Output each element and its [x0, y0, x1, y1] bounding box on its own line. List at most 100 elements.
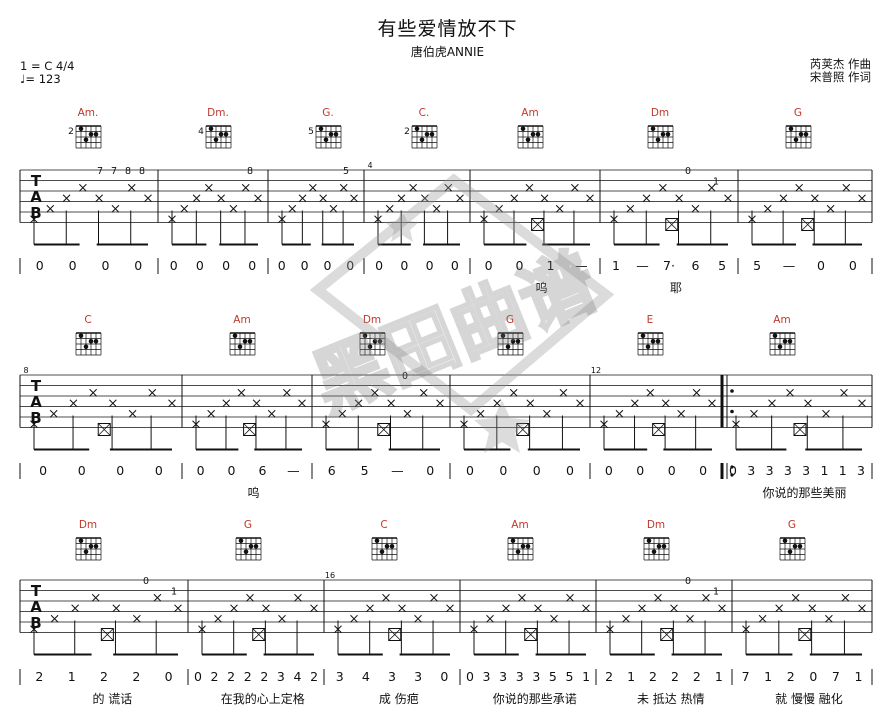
muted-box-cross	[388, 628, 402, 641]
x-notehead	[89, 388, 97, 397]
tab-fret-number: 1	[713, 177, 719, 188]
x-notehead	[222, 399, 231, 408]
x-notehead	[252, 399, 261, 408]
muted-box-cross	[798, 628, 812, 641]
chord-dot	[232, 333, 238, 339]
chord-name: Dm	[363, 314, 381, 326]
jianpu-note: 2	[244, 669, 252, 684]
x-notehead	[144, 194, 152, 203]
jianpu-note: 0	[809, 669, 817, 684]
x-notehead	[456, 194, 464, 203]
x-notehead	[566, 593, 574, 602]
jianpu-note: 0	[69, 258, 77, 273]
muted-box	[665, 218, 679, 231]
x-notehead	[419, 388, 428, 397]
chord-diagram: 4	[198, 125, 232, 149]
tab-fret-number: 0	[685, 576, 691, 587]
chord-dot	[208, 126, 214, 132]
jianpu-note: —	[287, 463, 300, 478]
x-notehead	[677, 409, 685, 418]
jianpu-note: 5	[361, 463, 369, 478]
chord-dot	[803, 132, 809, 137]
chord-fret-number: 5	[308, 127, 314, 137]
chord-dot	[253, 544, 259, 549]
chord-dot	[787, 339, 793, 344]
tempo-marking: ♩= 123	[20, 72, 61, 86]
jianpu-note: 1	[582, 669, 590, 684]
chord-name: C	[84, 314, 91, 326]
chord-dot	[797, 544, 803, 549]
chord-diagram	[75, 332, 102, 356]
jianpu-note: 0	[228, 463, 236, 478]
chord-dot	[247, 339, 253, 344]
chord-diagram: 5	[308, 125, 342, 149]
chord-dot	[389, 544, 395, 549]
jianpu-note: 0	[301, 258, 309, 273]
jianpu-note: 7·	[663, 258, 675, 273]
measure-number: 16	[325, 571, 335, 580]
repeat-dot	[730, 473, 734, 477]
x-notehead	[338, 409, 347, 418]
jianpu-note: 0	[605, 463, 613, 478]
tab-clef-letter: T	[31, 377, 42, 395]
chord-name: E	[647, 314, 654, 326]
x-notehead	[267, 409, 276, 418]
x-notehead	[495, 204, 503, 213]
chord-dot	[650, 126, 656, 132]
jianpu-note: 0	[499, 463, 507, 478]
chord-dot	[372, 339, 378, 344]
muted-box	[97, 423, 111, 436]
chord-dot	[237, 344, 243, 350]
x-notehead	[109, 399, 117, 408]
x-notehead	[858, 604, 866, 613]
x-notehead	[432, 204, 441, 213]
x-notehead	[214, 614, 222, 623]
chord-dot	[88, 132, 94, 137]
jianpu-note: 4	[293, 669, 301, 684]
chord-dot	[515, 549, 521, 555]
jianpu-note: 0	[78, 463, 86, 478]
jianpu-note: 5	[565, 669, 573, 684]
x-notehead	[486, 614, 494, 623]
jianpu-note: 1	[839, 463, 847, 478]
jianpu-note: 0	[375, 258, 383, 273]
chord-dot	[782, 538, 788, 544]
x-notehead	[430, 593, 438, 602]
song-title: 有些爱情放不下	[377, 18, 518, 40]
x-notehead	[559, 388, 568, 397]
x-notehead	[631, 399, 639, 408]
chord-name: G	[506, 314, 514, 326]
jianpu-note: 0	[817, 258, 825, 273]
x-notehead	[822, 409, 830, 418]
repeat-dot	[730, 465, 734, 469]
x-notehead	[659, 183, 667, 192]
chord-diagram	[647, 125, 674, 149]
chord-dot	[520, 126, 526, 132]
x-notehead	[724, 194, 732, 203]
tab-fret-number: 7	[111, 166, 117, 177]
x-notehead	[750, 409, 758, 418]
x-notehead	[262, 604, 270, 613]
x-notehead	[638, 604, 646, 613]
x-notehead	[319, 194, 327, 203]
measure-number: 8	[23, 366, 28, 375]
x-notehead	[779, 194, 788, 203]
jianpu-note: 1	[627, 669, 635, 684]
muted-box-cross	[252, 628, 266, 641]
x-notehead	[50, 614, 59, 623]
chord-dot	[88, 339, 94, 344]
jianpu-note: 1	[68, 669, 76, 684]
tab-clef-letter: B	[30, 614, 41, 632]
x-notehead	[207, 409, 215, 418]
x-notehead	[692, 388, 701, 397]
chord-dot	[377, 339, 383, 344]
lyric-text: 呜	[247, 485, 259, 500]
jianpu-note: 0	[155, 463, 163, 478]
chord-name: Am	[511, 519, 528, 531]
chord-diagram	[229, 332, 256, 356]
